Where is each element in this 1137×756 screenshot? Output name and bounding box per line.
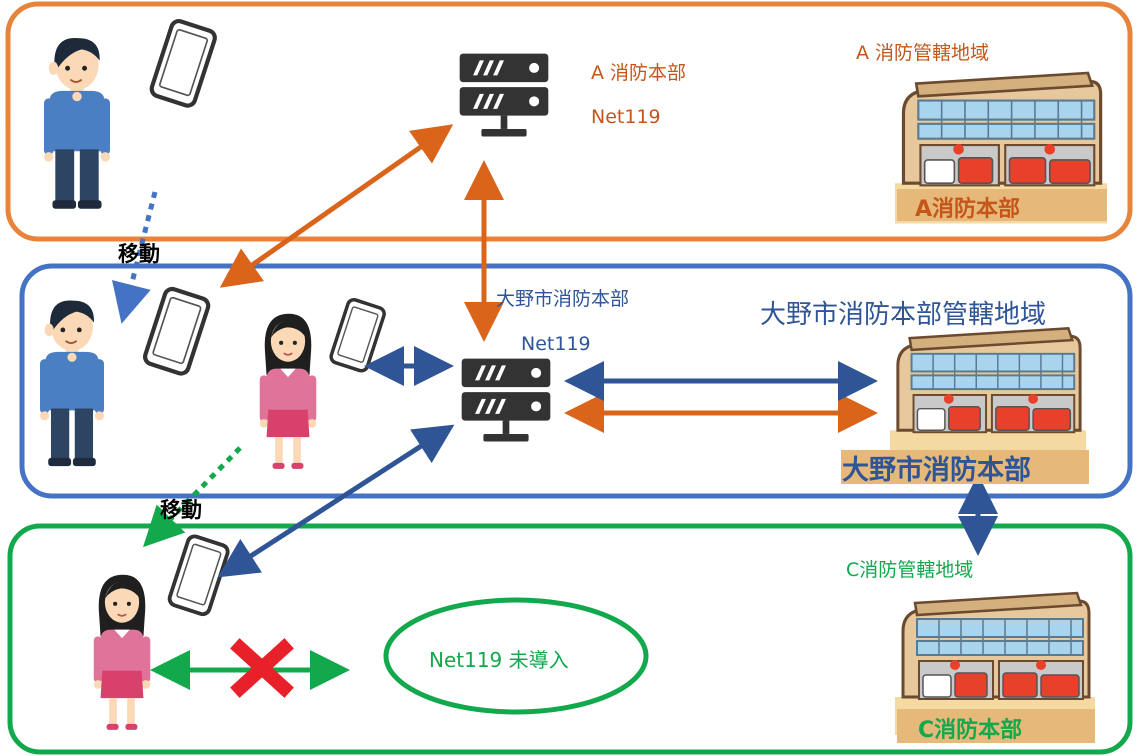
smartphone-icon <box>165 532 232 618</box>
a-area-title: A 消防管轄地域 <box>856 42 990 64</box>
move-arrow-blue <box>112 191 158 324</box>
person-male-icon <box>40 299 104 468</box>
person-female-icon <box>258 312 318 470</box>
server-icon <box>461 358 551 442</box>
arrow-phone-to-a-server <box>219 124 454 288</box>
station-sign-bg <box>897 189 1107 221</box>
ono-server-system: Net119 <box>521 333 591 355</box>
a-server-system: Net119 <box>591 106 661 128</box>
move-arrow-green <box>143 446 242 548</box>
ono-area-title: 大野市消防本部管轄地域 <box>760 300 1047 330</box>
ono-server-name: 大野市消防本部 <box>496 288 630 310</box>
net119-not-introduced-ellipse <box>383 597 649 715</box>
region-c-box <box>7 523 1133 755</box>
smartphone-icon <box>327 296 388 375</box>
arrow-c-phone-to-ono-server <box>217 424 455 578</box>
region-a-box <box>5 1 1133 242</box>
c-area-title: C消防管轄地域 <box>846 559 974 581</box>
move-label-second: 移動 <box>160 498 202 522</box>
station-sign-bg <box>897 709 1095 743</box>
server-icon <box>459 53 549 137</box>
a-server-name: A 消防本部 <box>591 62 687 84</box>
region-ono-box <box>19 263 1133 499</box>
ono-station-sign: 大野市消防本部 <box>842 455 1031 486</box>
station-sign-bg <box>841 450 1089 484</box>
c-station-sign: C消防本部 <box>918 718 1023 743</box>
fire-station-icon <box>890 326 1086 470</box>
cross-icon <box>230 638 294 698</box>
c-status-label: Net119 未導入 <box>429 648 569 672</box>
smartphone-icon <box>143 287 210 375</box>
person-male-icon <box>44 36 110 210</box>
a-station-sign: A消防本部 <box>915 197 1021 222</box>
person-female-icon <box>92 573 152 731</box>
move-label-first: 移動 <box>118 242 160 266</box>
smartphone-icon <box>150 19 217 107</box>
